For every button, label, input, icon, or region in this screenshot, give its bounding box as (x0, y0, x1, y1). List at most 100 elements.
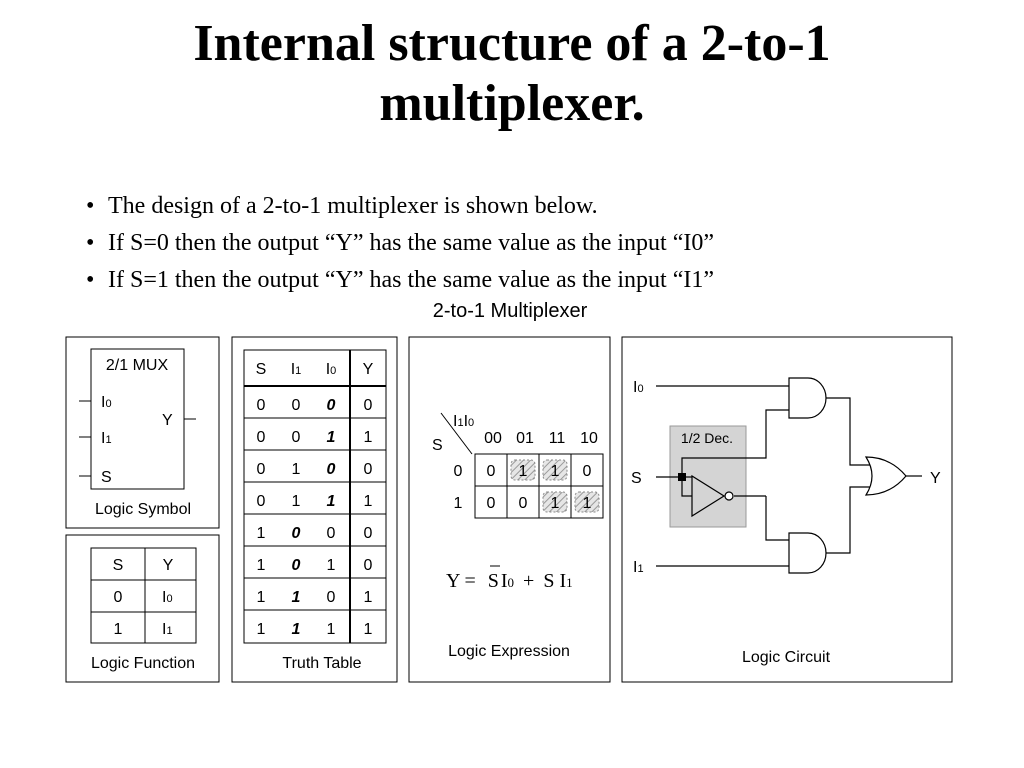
truth-cell: 0 (327, 525, 336, 542)
truth-cell: 0 (257, 429, 266, 446)
page-title: Internal structure of a 2-to-1 multiplex… (0, 14, 1024, 134)
kmap-col-label: 11 (549, 430, 566, 447)
truth-cell: 1 (327, 557, 336, 574)
truth-cell: 1 (364, 589, 373, 606)
truth-cell: 1 (364, 429, 373, 446)
truth-table-frame (231, 336, 398, 683)
bullet-item: The design of a 2-to-1 multiplexer is sh… (86, 188, 714, 225)
function-cell: 0 (114, 589, 123, 606)
kmap-col-label: 00 (484, 430, 502, 447)
truth-cell: 0 (257, 461, 266, 478)
and-gate-bottom (788, 532, 827, 574)
bullet-item: If S=0 then the output “Y” has the same … (86, 225, 714, 262)
logic-function-panel: S Y 0 I0 1 I1 Logic Function (65, 534, 220, 683)
truth-cell: 1 (292, 493, 301, 510)
truth-cell: 0 (292, 397, 301, 414)
circuit-label-i1: I1 (633, 559, 644, 576)
truth-cell: 1 (257, 589, 266, 606)
title-line-1: Internal structure of a 2-to-1 (193, 15, 831, 72)
kmap-cell-value: 1 (551, 463, 560, 480)
symbol-label-s: S (101, 469, 112, 486)
function-cell: I0 (162, 589, 173, 606)
kmap-row-label: 1 (454, 495, 463, 512)
kmap-group-hatch (574, 491, 600, 513)
logic-symbol-caption: Logic Symbol (95, 501, 191, 518)
truth-header-s: S (256, 361, 267, 378)
junction-dot (678, 473, 686, 481)
truth-cell: 0 (327, 397, 336, 414)
title-line-2: multiplexer. (379, 75, 645, 132)
truth-cell: 1 (257, 525, 266, 542)
kmap-cell-value: 0 (487, 495, 496, 512)
truth-cell: 0 (364, 397, 373, 414)
kmap-row-label: 0 (454, 463, 463, 480)
kmap-row-labels: 01 (454, 463, 463, 512)
truth-cell: 0 (364, 557, 373, 574)
kmap-group-hatch (542, 491, 568, 513)
kmap-cell (570, 453, 604, 487)
truth-cell: 0 (364, 525, 373, 542)
circuit-wires (656, 385, 922, 567)
logic-expression-caption: Logic Expression (448, 643, 570, 660)
function-table (90, 547, 197, 644)
not-gate (691, 474, 726, 518)
truth-cell: 0 (327, 461, 336, 478)
truth-cell: 1 (257, 557, 266, 574)
circuit-label-i0: I0 (633, 379, 644, 396)
kmap-cell-value: 1 (519, 463, 528, 480)
mux-symbol-name: 2/1 MUX (106, 357, 169, 374)
truth-cell: 1 (257, 621, 266, 638)
kmap-col-label: 10 (580, 430, 598, 447)
function-header-y: Y (163, 557, 174, 574)
truth-cell: 1 (292, 589, 301, 606)
truth-cell: 1 (327, 429, 336, 446)
kmap-cell-value: 0 (519, 495, 528, 512)
truth-header-i1: I1 (291, 361, 302, 378)
function-cell: I1 (162, 621, 173, 638)
truth-header-i0: I0 (326, 361, 337, 378)
truth-table-caption: Truth Table (282, 655, 361, 672)
kmap-group-hatch (542, 459, 568, 481)
kmap-cell-value: 1 (551, 495, 560, 512)
function-header-s: S (113, 557, 124, 574)
symbol-label-y: Y (162, 412, 173, 429)
truth-cell: 1 (327, 493, 336, 510)
kmap-col-var: I1I0 (453, 413, 474, 430)
logic-circuit-panel: I0 S I1 Y 1/2 Dec. Logic Ci (621, 336, 953, 683)
kmap-cell (474, 485, 508, 519)
logic-expression-frame (408, 336, 611, 683)
logic-symbol-frame (65, 336, 220, 529)
truth-cell: 0 (364, 461, 373, 478)
circuit-label-y: Y (930, 470, 941, 487)
symbol-label-i1: I1 (101, 430, 112, 447)
truth-header-y: Y (363, 361, 374, 378)
logic-circuit-frame (621, 336, 953, 683)
truth-cell: 1 (327, 621, 336, 638)
function-cell: 1 (114, 621, 123, 638)
not-gate-bubble (724, 491, 734, 501)
figure-title: 2-to-1 Multiplexer (432, 300, 588, 322)
truth-cell: 0 (292, 557, 301, 574)
logic-function-caption: Logic Function (91, 655, 195, 672)
kmap-corner-diagonal (440, 412, 473, 455)
truth-cell: 0 (292, 525, 301, 542)
truth-cell: 0 (257, 493, 266, 510)
kmap-row-var: S (432, 437, 443, 454)
bullet-item: If S=1 then the output “Y” has the same … (86, 262, 714, 299)
truth-cell: 0 (327, 589, 336, 606)
kmap-group-hatch (510, 459, 536, 481)
and-gate-top (788, 377, 827, 419)
logic-symbol-panel: 2/1 MUX I0 I1 S Y Logic Symbol (65, 336, 220, 529)
truth-cell: 1 (292, 621, 301, 638)
truth-table-grid (243, 349, 387, 644)
circuit-label-s: S (631, 470, 642, 487)
truth-cell: 0 (257, 397, 266, 414)
truth-cell: 1 (364, 621, 373, 638)
